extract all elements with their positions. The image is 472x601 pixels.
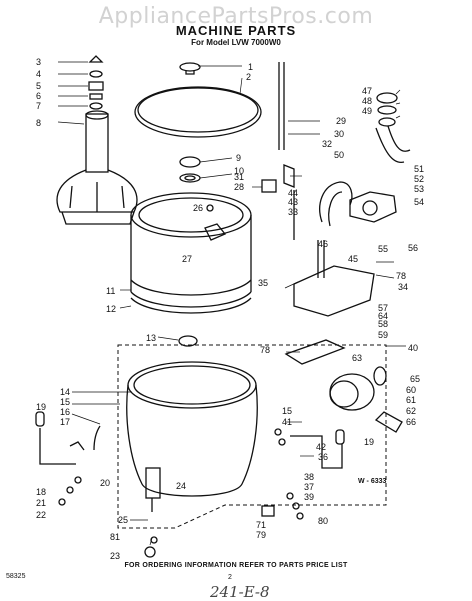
callout: 52 — [414, 174, 424, 184]
callout: 54 — [414, 197, 424, 207]
callout: 50 — [334, 150, 344, 160]
callout: 17 — [60, 417, 70, 427]
callout: 24 — [176, 481, 186, 491]
callout: 33 — [288, 207, 298, 217]
figure-ref: W - 6333 — [358, 478, 387, 485]
callout: 45 — [348, 254, 358, 264]
doc-code: 58325 — [6, 573, 26, 580]
callout: 16 — [60, 407, 70, 417]
callout: 7 — [36, 101, 41, 111]
callout: 37 — [304, 482, 314, 492]
callout: 19 — [36, 402, 46, 412]
footer-note: FOR ORDERING INFORMATION REFER TO PARTS … — [124, 562, 348, 569]
callout: 10 — [234, 166, 244, 176]
callout: 15 — [282, 406, 292, 416]
callout: 49 — [362, 106, 372, 116]
callout: 44 — [288, 188, 298, 198]
callout: 42 — [316, 442, 326, 452]
callout: 31 — [234, 172, 244, 182]
callout: 2 — [246, 72, 251, 82]
callout: 78 — [396, 271, 406, 281]
callout: 26 — [193, 203, 203, 213]
callout: 47 — [362, 86, 372, 96]
callout: 20 — [100, 478, 110, 488]
callout: 4 — [36, 69, 41, 79]
callout: 25 — [118, 515, 128, 525]
callout: 28 — [234, 182, 244, 192]
callout: 5 — [36, 81, 41, 91]
callout: 8 — [36, 118, 41, 128]
callout: 9 — [236, 153, 241, 163]
diagram-title: MACHINE PARTS — [175, 23, 297, 38]
callout: 18 — [36, 487, 46, 497]
part-stack-left — [88, 55, 104, 110]
callout: 61 — [406, 395, 416, 405]
pump — [349, 191, 397, 223]
callout: 13 — [146, 333, 156, 343]
callout: 79 — [256, 530, 266, 540]
callout: 64 — [378, 311, 388, 321]
callout: 57 — [378, 303, 388, 313]
agitator — [56, 110, 138, 225]
callout: 65 — [410, 374, 420, 384]
diagram-subtitle: For Model LVW 7000W0 — [191, 38, 281, 47]
watermark: AppliancePartsPros.com — [98, 4, 374, 29]
callout: 58 — [378, 319, 388, 329]
callout: 23 — [110, 551, 120, 561]
callout: 39 — [304, 492, 314, 502]
callout: 62 — [406, 406, 416, 416]
callout: 66 — [406, 417, 416, 427]
callout: 60 — [406, 385, 416, 395]
callout: 55 — [378, 244, 388, 254]
callout: 32 — [322, 139, 332, 149]
callout: 38 — [304, 472, 314, 482]
callout: 71 — [256, 520, 266, 530]
callout: 63 — [352, 353, 362, 363]
callout: 80 — [318, 516, 328, 526]
callout: 78 — [260, 345, 270, 355]
tub-cover — [134, 62, 262, 138]
callout: 40 — [408, 343, 418, 353]
callout-labels: 1 2 3 4 5 6 7 8 9 10 11 12 13 14 15 16 1… — [36, 57, 424, 561]
callout: 3 — [36, 57, 41, 67]
callout: 27 — [182, 254, 192, 264]
callout: 81 — [110, 532, 120, 542]
outer-tub — [126, 361, 258, 512]
callout: 53 — [414, 184, 424, 194]
callout: 48 — [362, 96, 372, 106]
callout: 19 — [364, 437, 374, 447]
callout: 12 — [106, 304, 116, 314]
page-number: 2 — [228, 574, 232, 581]
callout: 36 — [318, 452, 328, 462]
callout: 15 — [60, 397, 70, 407]
callout: 11 — [106, 286, 115, 296]
callout: 59 — [378, 330, 388, 340]
handwritten-note: 241-E-8 — [210, 583, 270, 601]
motor — [329, 366, 387, 411]
callout: 30 — [334, 129, 344, 139]
callout: 41 — [282, 417, 292, 427]
wash-basket — [130, 192, 252, 314]
callout: 29 — [336, 116, 346, 126]
callout: 43 — [288, 197, 298, 207]
callout: 22 — [36, 510, 46, 520]
callout: 1 — [248, 62, 253, 72]
callout: 35 — [258, 278, 268, 288]
callout: 21 — [36, 498, 46, 508]
transmission-base — [293, 240, 375, 317]
callout: 6 — [36, 91, 41, 101]
callout: 14 — [60, 387, 70, 397]
callout: 56 — [408, 243, 418, 253]
callout: 51 — [414, 164, 424, 174]
callout: 34 — [398, 282, 408, 292]
callout: 46 — [318, 239, 328, 249]
